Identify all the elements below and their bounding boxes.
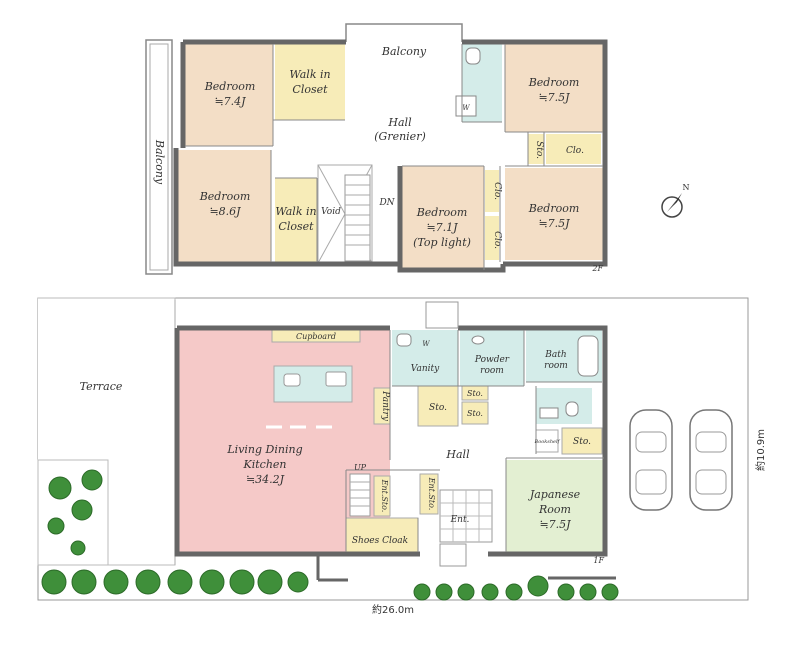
label-bedroom-ne: Bedroom — [528, 76, 580, 89]
sto-c-area — [461, 401, 489, 425]
label-ldk-2: Kitchen — [243, 458, 287, 471]
first-floor — [37, 297, 749, 601]
label-bath-2: room — [544, 361, 568, 371]
sto-2f-area — [528, 134, 544, 164]
label-bedroom-w-size: ≒8.6J — [209, 205, 241, 218]
bedroom-nw-area — [185, 44, 273, 146]
label-site-width: 約26.0m — [372, 603, 414, 616]
label-level-1f: 1F — [593, 556, 604, 565]
label-ldk-size: ≒34.2J — [246, 473, 285, 486]
stair-1f — [349, 473, 371, 517]
powder-room-area — [460, 330, 524, 386]
label-sto-b: Sto. — [467, 389, 483, 398]
label-pantry: Pantry — [380, 390, 390, 422]
label-ent: Ent. — [450, 515, 470, 525]
label-bookshelf: Bookshelf — [534, 439, 561, 445]
parked-car-2 — [689, 409, 733, 511]
label-clo-c: Clo. — [566, 146, 584, 156]
label-hall-2f: Hall — [387, 116, 412, 129]
sto-d-area — [561, 427, 603, 455]
label-up: UP — [354, 463, 367, 472]
wc-1f-area — [536, 388, 592, 424]
label-wc-2f: W — [462, 104, 470, 112]
label-bedroom-nw-size: ≒7.4J — [214, 95, 246, 108]
walkin-closet-n-area — [275, 44, 345, 120]
label-walkin-n-1: Walk in — [289, 68, 330, 81]
label-bedroom-w: Bedroom — [199, 190, 251, 203]
label-bedroom-ne-size: ≒7.5J — [538, 91, 570, 104]
walkin-closet-s-area — [275, 178, 317, 262]
label-cupboard: Cupboard — [296, 332, 336, 341]
label-bedroom-nw: Bedroom — [204, 80, 256, 93]
second-floor — [145, 23, 683, 275]
label-hall-2f-sub: (Grenier) — [374, 130, 426, 143]
closet-a-area — [485, 170, 499, 212]
label-walkin-s-1: Walk in — [275, 205, 316, 218]
label-balcony-top: Balcony — [381, 45, 427, 58]
label-level-2f: 2F — [591, 264, 603, 273]
label-ent-sto-b: Ent.Sto. — [427, 477, 436, 511]
label-north: N — [683, 183, 690, 192]
label-walkin-n-2: Closet — [292, 83, 328, 96]
label-japanese-2: Room — [538, 503, 571, 516]
entrance-tiles — [439, 489, 493, 543]
label-powder-1: Powder — [474, 355, 510, 365]
label-sto-a: Sto. — [429, 403, 447, 413]
label-bath-1: Bath — [544, 350, 566, 360]
label-japanese-size: ≒7.5J — [539, 518, 571, 531]
label-walkin-s-2: Closet — [278, 220, 314, 233]
closet-b-area — [485, 216, 499, 260]
label-shoes-cloak: Shoes Cloak — [352, 536, 408, 546]
label-japanese-1: Japanese — [528, 488, 581, 501]
sto-a-area — [417, 385, 459, 427]
bedroom-se-area — [505, 168, 603, 260]
label-dn: DN — [378, 198, 395, 208]
ent-sto-a-area — [373, 475, 391, 517]
label-void: Void — [321, 207, 341, 217]
label-bedroom-c-size: ≒7.1J — [426, 221, 458, 234]
label-ent-sto-a: Ent.Sto. — [380, 479, 389, 513]
bedroom-w-area — [176, 150, 271, 262]
label-sto-c: Sto. — [467, 409, 483, 418]
shoes-cloak-area — [345, 517, 419, 553]
label-bedroom-c-note: (Top light) — [413, 236, 471, 249]
bedroom-ne-area — [505, 44, 603, 132]
bedroom-c-area — [402, 166, 484, 270]
ent-sto-b-area — [419, 473, 439, 515]
label-bedroom-c: Bedroom — [416, 206, 468, 219]
stair-2f — [344, 174, 371, 262]
label-vanity: Vanity — [411, 364, 440, 374]
label-ldk-1: Living Dining — [226, 443, 302, 456]
label-wc-1f-vanity: W — [422, 340, 430, 348]
label-clo-a: Clo. — [492, 182, 502, 200]
label-sto-d: Sto. — [573, 437, 591, 447]
label-balcony-side: Balcony — [153, 139, 166, 185]
label-clo-b: Clo. — [492, 231, 502, 249]
label-bedroom-se-size: ≒7.5J — [538, 217, 570, 230]
label-powder-2: room — [480, 366, 504, 376]
label-site-depth: 約10.9m — [754, 429, 767, 471]
label-hall-1f: Hall — [445, 448, 470, 461]
label-sto-2f: Sto. — [534, 141, 544, 159]
label-terrace: Terrace — [80, 380, 123, 393]
parked-car-1 — [629, 409, 673, 511]
japanese-room-area — [506, 460, 604, 552]
north-compass — [661, 193, 683, 218]
label-bedroom-se: Bedroom — [528, 202, 580, 215]
closet-c-area — [546, 134, 601, 164]
shrubs — [41, 469, 619, 601]
